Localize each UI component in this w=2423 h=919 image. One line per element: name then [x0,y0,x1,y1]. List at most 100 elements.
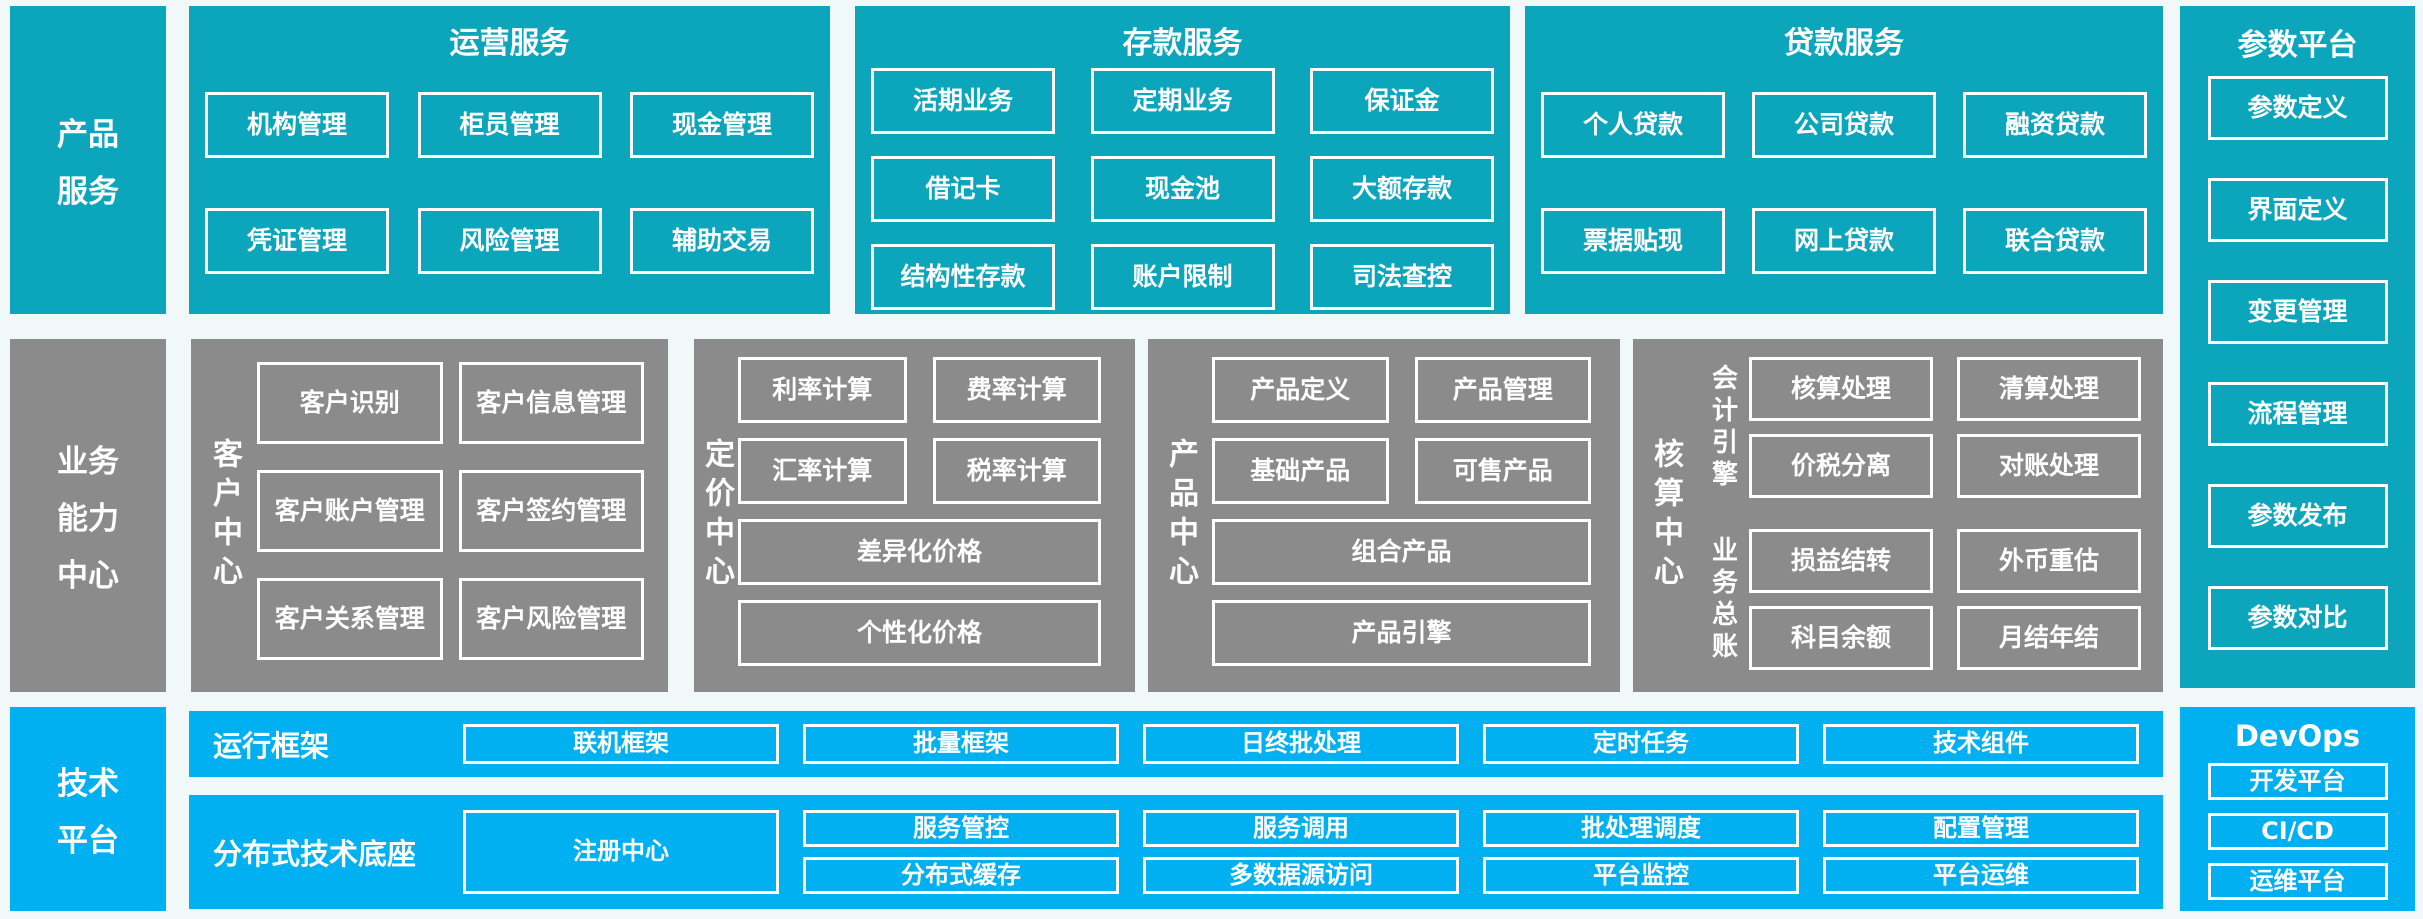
sidebar-label-line: 中心 [57,558,119,594]
service-item-box: 机构管理 [205,92,389,158]
service-item-box: 定期业务 [1090,68,1275,134]
service-item-box: 个人贷款 [1541,92,1725,158]
block-title: 存款服务 [1122,26,1243,61]
center-item-box-wide: 个性化价格 [738,600,1101,666]
center-item-box-wide: 差异化价格 [738,519,1101,585]
sidebar-label-line: 服务 [57,174,119,210]
service-item-box: 大额存款 [1310,156,1494,222]
sidebar-product-services: 产品 服务 [10,6,166,314]
block-distributed-tech-base: 分布式技术底座 注册中心 服务管控 分布式缓存 服务调用 多数据源访问 批处理调… [189,795,2163,909]
service-grid: 机构管理 柜员管理 现金管理 凭证管理 风险管理 辅助交易 [189,92,830,274]
devops-item-box: 开发平台 [2207,763,2388,800]
service-item-box: 司法查控 [1310,244,1494,310]
block-loan-services: 贷款服务 个人贷款 公司贷款 融资贷款 票据贴现 网上贷款 联合贷款 [1525,6,2163,314]
tech-item-box: 服务调用 [1143,810,1459,847]
center-item-box: 费率计算 [932,357,1101,423]
tech-item-box: 技术组件 [1823,724,2139,764]
block-operation-services: 运营服务 机构管理 柜员管理 现金管理 凭证管理 风险管理 辅助交易 [189,6,830,314]
accounting-engine-group: 会计引擎 核算处理 清算处理 价税分离 对账处理 [1697,357,2141,498]
service-item-box: 网上贷款 [1752,208,1936,274]
center-item-box-wide: 组合产品 [1212,519,1591,585]
sidebar-technology-platform: 技术 平台 [10,707,166,911]
tech-item-box: 日终批处理 [1143,724,1459,764]
customer-grid: 客户识别 客户信息管理 客户账户管理 客户签约管理 客户关系管理 客户风险管理 [257,362,644,692]
service-item-box: 活期业务 [871,68,1055,134]
sidebar-business-capability-center: 业务 能力 中心 [10,339,166,692]
block-title: 贷款服务 [1784,26,1904,61]
center-item-box: 可售产品 [1414,438,1591,504]
block-title: 参数平台 [2237,28,2358,63]
tech-item-box: 联机框架 [463,724,779,764]
block-accounting-center: 核算中心 会计引擎 核算处理 清算处理 价税分离 对账处理 业务总账 损 [1633,339,2163,692]
strip-label: 分布式技术底座 [213,837,417,871]
center-item-box: 客户签约管理 [458,470,644,552]
center-item-box: 客户账户管理 [257,470,443,552]
center-item-box-wide: 产品引擎 [1212,600,1591,666]
tech-item-box: 分布式缓存 [803,857,1119,894]
service-item-box: 柜员管理 [417,92,602,158]
sidebar-label-line: 平台 [57,823,119,859]
block-title: 运营服务 [449,26,570,61]
service-grid: 活期业务 定期业务 保证金 借记卡 现金池 大额存款 结构性存款 账户限制 司法… [855,68,1510,310]
tech-item-box: 服务管控 [803,810,1119,847]
accounting-body: 会计引擎 核算处理 清算处理 价税分离 对账处理 业务总账 损益结转 外币重估 … [1697,357,2141,692]
sidebar-label-line: 产品 [57,117,119,153]
block-pricing-center: 定价中心 利率计算 费率计算 汇率计算 税率计算 差异化价格 个性化价格 [694,339,1135,692]
product-body: 产品定义 产品管理 基础产品 可售产品 组合产品 产品引擎 [1212,357,1591,692]
devops-item-box: CI/CD [2207,813,2388,850]
parameter-item-box: 参数对比 [2207,586,2388,650]
sidebar-label-line: 业务 [57,444,119,480]
tech-item-box: 定时任务 [1483,724,1799,764]
center-item-box: 价税分离 [1749,434,1933,498]
devops-list: 开发平台 CI/CD 运维平台 [2180,763,2415,900]
service-item-box: 风险管理 [417,208,602,274]
parameter-item-box: 参数定义 [2207,76,2388,140]
pricing-body: 利率计算 费率计算 汇率计算 税率计算 差异化价格 个性化价格 [738,357,1101,692]
parameter-item-box: 界面定义 [2207,178,2388,242]
center-item-box: 核算处理 [1749,357,1933,421]
tech-item-box: 批量框架 [803,724,1119,764]
center-item-box: 客户信息管理 [458,362,644,444]
center-item-box: 税率计算 [932,438,1101,504]
center-item-box: 清算处理 [1957,357,2141,421]
parameter-item-box: 变更管理 [2207,280,2388,344]
service-item-box: 现金池 [1090,156,1275,222]
center-item-box: 客户识别 [257,362,443,444]
center-vertical-label: 产品中心 [1163,437,1198,594]
center-item-box: 客户关系管理 [257,578,443,660]
center-item-box: 利率计算 [738,357,907,423]
service-item-box: 票据贴现 [1541,208,1725,274]
tech-item-box: 平台监控 [1483,857,1799,894]
strip-label: 运行框架 [213,729,330,763]
block-parameter-platform: 参数平台 参数定义 界面定义 变更管理 流程管理 参数发布 参数对比 [2180,6,2415,688]
registry-center-box: 注册中心 [463,810,779,894]
service-item-box: 账户限制 [1090,244,1275,310]
business-ledger-group: 业务总账 损益结转 外币重估 科目余额 月结年结 [1697,529,2141,670]
tech-item-box: 平台运维 [1823,857,2139,894]
tech-item-box: 多数据源访问 [1143,857,1459,894]
center-item-box: 科目余额 [1749,606,1933,670]
service-item-box: 联合贷款 [1963,208,2147,274]
block-customer-center: 客户中心 客户识别 客户信息管理 客户账户管理 客户签约管理 客户关系管理 客户… [191,339,668,692]
service-item-box: 凭证管理 [205,208,389,274]
devops-item-box: 运维平台 [2207,863,2388,900]
service-item-box: 辅助交易 [630,208,814,274]
center-vertical-label: 核算中心 [1648,437,1683,594]
block-product-center: 产品中心 产品定义 产品管理 基础产品 可售产品 组合产品 产品引擎 [1148,339,1620,692]
group-vertical-label: 会计引擎 [1707,363,1738,492]
parameter-item-box: 流程管理 [2207,382,2388,446]
service-item-box: 保证金 [1310,68,1494,134]
service-item-box: 融资贷款 [1963,92,2147,158]
service-item-box: 现金管理 [630,92,814,158]
service-item-box: 公司贷款 [1752,92,1936,158]
center-item-box: 产品定义 [1212,357,1389,423]
sidebar-label-line: 技术 [57,766,119,802]
service-item-box: 借记卡 [871,156,1055,222]
block-runtime-framework: 运行框架 联机框架 批量框架 日终批处理 定时任务 技术组件 [189,711,2163,777]
block-devops: DevOps 开发平台 CI/CD 运维平台 [2180,707,2415,911]
group-vertical-label: 业务总账 [1707,535,1738,664]
tech-item-box: 批处理调度 [1483,810,1799,847]
center-item-box: 外币重估 [1957,529,2141,593]
sidebar-label-line: 能力 [57,501,119,537]
